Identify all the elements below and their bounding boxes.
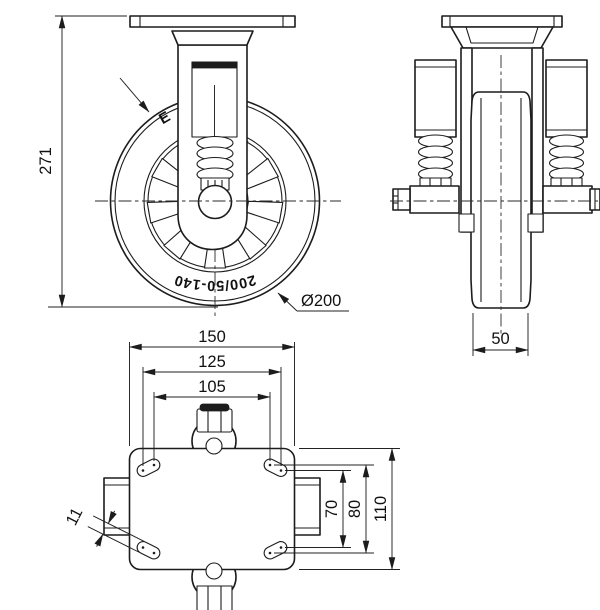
axle-nut-bottom	[196, 585, 233, 610]
side-spring-left	[417, 134, 454, 181]
dimension-plate-width-150: 150	[128, 328, 296, 446]
bolt-slot-top-right	[263, 458, 288, 477]
axle-nut-top	[196, 403, 233, 433]
tire-leader-arrow	[119, 77, 150, 113]
hole-pitch-inner-label: 70	[323, 500, 341, 518]
nut-cap	[199, 403, 230, 412]
plate-width-label: 150	[198, 328, 226, 346]
dimension-width-50: 50	[472, 313, 529, 356]
dimension-hole-span-125: 125	[142, 353, 282, 466]
axle-washer-right	[527, 213, 544, 233]
axle-block-right	[542, 185, 593, 214]
dimension-hole-pitch-70: 70	[285, 469, 351, 549]
dimension-plate-depth-110: 110	[299, 447, 400, 571]
axle-block-left	[409, 185, 460, 214]
width-dim-label: 50	[491, 330, 509, 348]
slider-cap	[191, 61, 238, 69]
side-view: 50	[390, 15, 600, 356]
bolt-slot-top-left	[136, 458, 161, 477]
fork-neck-inner	[465, 26, 539, 44]
hole-span-inner-label: 105	[198, 378, 226, 396]
plan-view: 150 125 105 70 80	[63, 328, 400, 610]
bolt-slots	[136, 458, 288, 560]
fork-leg-right	[531, 47, 544, 233]
slot-width-label: 11	[63, 505, 87, 528]
diameter-label: Ø200	[301, 292, 341, 310]
front-fork	[129, 15, 296, 251]
axle-bolt-head-right	[589, 188, 600, 211]
fork-neck	[171, 30, 254, 46]
plan-spring-box-right	[293, 477, 321, 536]
side-spring-right	[548, 134, 585, 181]
axle-washer-left	[458, 213, 475, 233]
hole-span-outer-label: 125	[198, 353, 226, 371]
axle-bolt-front	[197, 184, 233, 220]
dimension-slot-width-11: 11	[63, 505, 145, 553]
fork-neck-side	[450, 26, 554, 49]
dimension-diameter-200: Ø200	[277, 292, 349, 312]
plan-spring-box-left	[103, 477, 131, 536]
front-view: 200/50-140 E	[37, 15, 349, 316]
wheel-spoke	[245, 200, 284, 224]
plate-depth-label: 110	[372, 496, 390, 522]
bolt-slot-bottom-right	[263, 541, 288, 560]
hole-pitch-outer-label: 80	[346, 500, 364, 518]
spring-housing-left	[414, 59, 457, 138]
dimension-hole-span-105: 105	[153, 378, 271, 461]
axle-bolt-head-left	[392, 188, 411, 211]
kingpin-hole-top	[205, 437, 223, 455]
kingpin-hole-bottom	[205, 562, 223, 580]
height-dim-label: 271	[37, 147, 55, 175]
top-plate-side	[441, 15, 563, 28]
top-plate-front	[129, 15, 296, 28]
bolt-slot-bottom-left	[136, 541, 161, 560]
dimension-hole-pitch-80: 80	[274, 464, 374, 554]
spring-housing-right	[545, 59, 588, 138]
dimension-height-271: 271	[37, 15, 218, 308]
